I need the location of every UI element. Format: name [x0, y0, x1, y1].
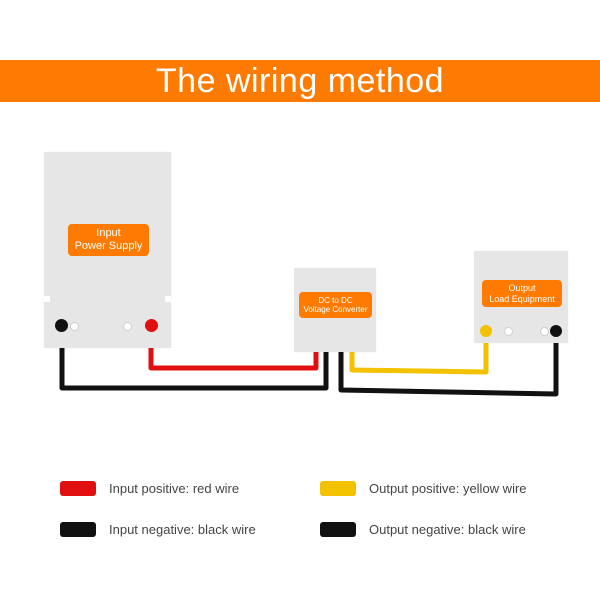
output-screw-right: [540, 327, 549, 336]
legend-input-negative: Input negative: black wire: [60, 522, 256, 537]
yellow-wire-swatch: [320, 481, 356, 496]
dc-converter-box: DC to DC Voltage Converter: [294, 268, 376, 352]
legend-input-positive: Input positive: red wire: [60, 481, 239, 496]
input-positive-terminal: [145, 319, 158, 332]
legend-output-positive: Output positive: yellow wire: [320, 481, 527, 496]
input-label-line1: Input: [96, 227, 121, 240]
dc-converter-label: DC to DC Voltage Converter: [299, 292, 372, 318]
input-power-supply-box: Input Power Supply: [44, 152, 171, 348]
legend-output-negative-text: Output negative: black wire: [369, 522, 526, 537]
output-label-line2: Load Equipment: [489, 293, 555, 304]
output-load-equipment-label: Output Load Equipment: [482, 280, 562, 307]
black-wire-swatch-output: [320, 522, 356, 537]
output-negative-terminal: [550, 325, 562, 337]
output-screw-left: [504, 327, 513, 336]
legend-input-positive-text: Input positive: red wire: [109, 481, 240, 496]
legend-output-positive-text: Output positive: yellow wire: [369, 481, 527, 496]
output-negative-wire: [338, 331, 559, 397]
legend-output-negative: Output negative: black wire: [320, 522, 526, 537]
legend-input-negative-text: Input negative: black wire: [109, 522, 256, 537]
red-wire-swatch: [60, 481, 96, 496]
input-negative-wire: [59, 326, 329, 391]
input-positive-wire: [148, 326, 319, 371]
page-title: The wiring method: [155, 61, 445, 100]
input-screw-positive: [123, 322, 132, 331]
input-power-supply-label: Input Power Supply: [68, 224, 149, 256]
black-wire-swatch: [60, 522, 96, 537]
output-positive-wire: [349, 331, 489, 375]
converter-label-line1: DC to DC: [318, 295, 353, 305]
input-negative-terminal: [55, 319, 68, 332]
output-label-line1: Output: [508, 283, 536, 294]
output-positive-terminal: [480, 325, 492, 337]
input-label-line2: Power Supply: [74, 240, 143, 252]
title-banner: The wiring method: [0, 60, 600, 102]
input-screw-negative: [70, 322, 79, 331]
converter-label-line2: Voltage Converter: [303, 305, 368, 314]
